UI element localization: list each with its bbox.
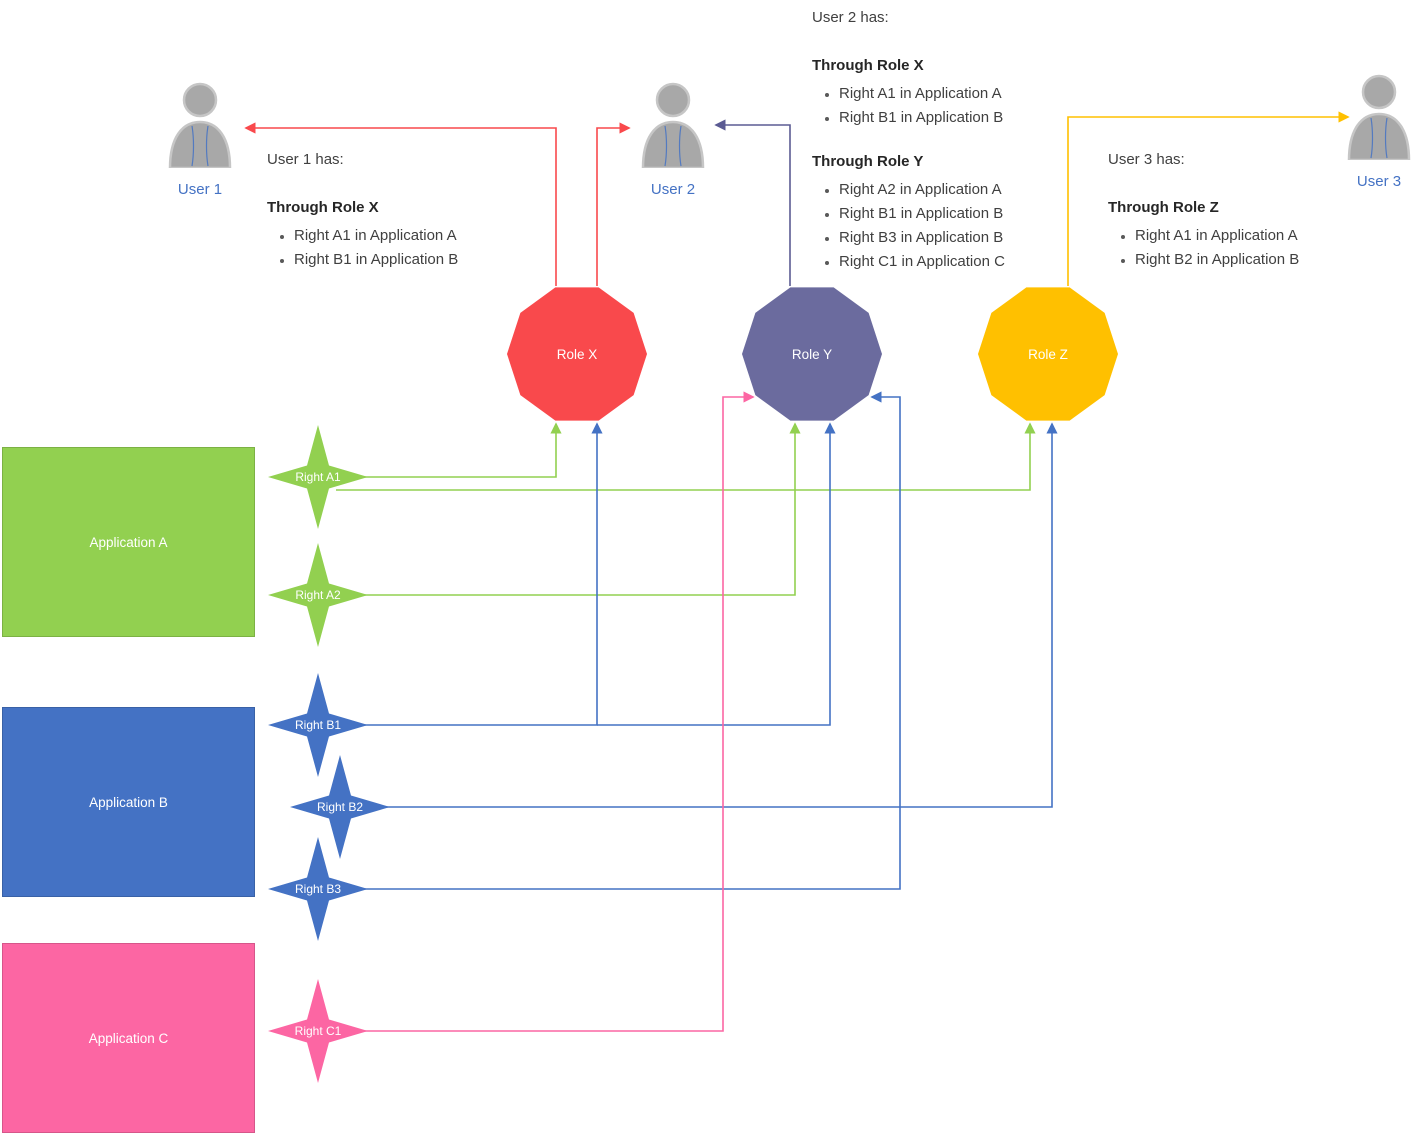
person-icon bbox=[1347, 74, 1411, 160]
edge-a1-rolex bbox=[352, 422, 562, 478]
edge-rolex-user2 bbox=[596, 122, 631, 286]
note-heading: Through Role Z bbox=[1108, 199, 1219, 216]
edge-roley-user2 bbox=[714, 119, 791, 286]
note-heading: Through Role X bbox=[267, 199, 379, 216]
note-title: User 1 has: bbox=[267, 151, 344, 168]
edge-a2-roley bbox=[352, 422, 801, 596]
note-item: Right A1 in Application A bbox=[1135, 224, 1370, 248]
right-b3-shape: Right B3 bbox=[268, 837, 368, 941]
note-user-2: User 2 has: Through Role X Right A1 in A… bbox=[812, 8, 1074, 296]
edge-c1-roley bbox=[352, 391, 755, 1032]
application-b-shape: Application B bbox=[2, 707, 255, 897]
person-icon bbox=[168, 82, 232, 168]
note-item: Right B2 in Application B bbox=[1135, 248, 1370, 272]
note-item: Right B1 in Application B bbox=[294, 248, 529, 272]
user-2: User 2 bbox=[636, 80, 710, 200]
role-x-shape: Role X bbox=[507, 287, 647, 421]
note-list: Right A2 in Application A Right B1 in Ap… bbox=[812, 178, 1074, 274]
note-title: User 3 has: bbox=[1108, 151, 1185, 168]
note-list: Right A1 in Application A Right B1 in Ap… bbox=[812, 82, 1074, 130]
role-z-shape: Role Z bbox=[978, 287, 1118, 421]
user-2-label: User 2 bbox=[650, 181, 696, 198]
note-title: User 2 has: bbox=[812, 9, 889, 26]
user-1-label: User 1 bbox=[177, 181, 223, 198]
application-c-shape: Application C bbox=[2, 943, 255, 1133]
role-y-shape: Role Y bbox=[742, 287, 882, 421]
note-user-3: User 3 has: Through Role Z Right A1 in A… bbox=[1108, 150, 1370, 294]
right-c1-shape: Right C1 bbox=[268, 979, 368, 1083]
right-a2-shape: Right A2 bbox=[268, 543, 368, 647]
note-item: Right B1 in Application B bbox=[839, 202, 1074, 226]
note-heading: Through Role Y bbox=[812, 153, 924, 170]
edge-a1-rolez bbox=[336, 422, 1036, 491]
note-item: Right C1 in Application C bbox=[839, 250, 1074, 274]
person-icon bbox=[641, 82, 705, 168]
right-b2-shape: Right B2 bbox=[290, 755, 390, 859]
application-a-shape: Application A bbox=[2, 447, 255, 637]
right-a1-shape: Right A1 bbox=[268, 425, 368, 529]
edge-b1-rolex bbox=[352, 422, 603, 726]
note-item: Right A1 in Application A bbox=[839, 82, 1074, 106]
note-item: Right B1 in Application B bbox=[839, 106, 1074, 130]
note-heading: Through Role X bbox=[812, 57, 924, 74]
note-list: Right A1 in Application A Right B2 in Ap… bbox=[1108, 224, 1370, 272]
edge-b1-roley bbox=[597, 422, 836, 726]
note-user-1: User 1 has: Through Role X Right A1 in A… bbox=[267, 150, 529, 294]
note-item: Right A1 in Application A bbox=[294, 224, 529, 248]
note-item: Right A2 in Application A bbox=[839, 178, 1074, 202]
right-b1-shape: Right B1 bbox=[268, 673, 368, 777]
note-item: Right B3 in Application B bbox=[839, 226, 1074, 250]
user-3-label: User 3 bbox=[1356, 173, 1402, 190]
edge-b2-rolez bbox=[384, 422, 1058, 808]
user-1: User 1 bbox=[163, 80, 237, 200]
user-3: User 3 bbox=[1342, 72, 1416, 192]
edge-b3-roley bbox=[352, 391, 901, 890]
note-list: Right A1 in Application A Right B1 in Ap… bbox=[267, 224, 529, 272]
